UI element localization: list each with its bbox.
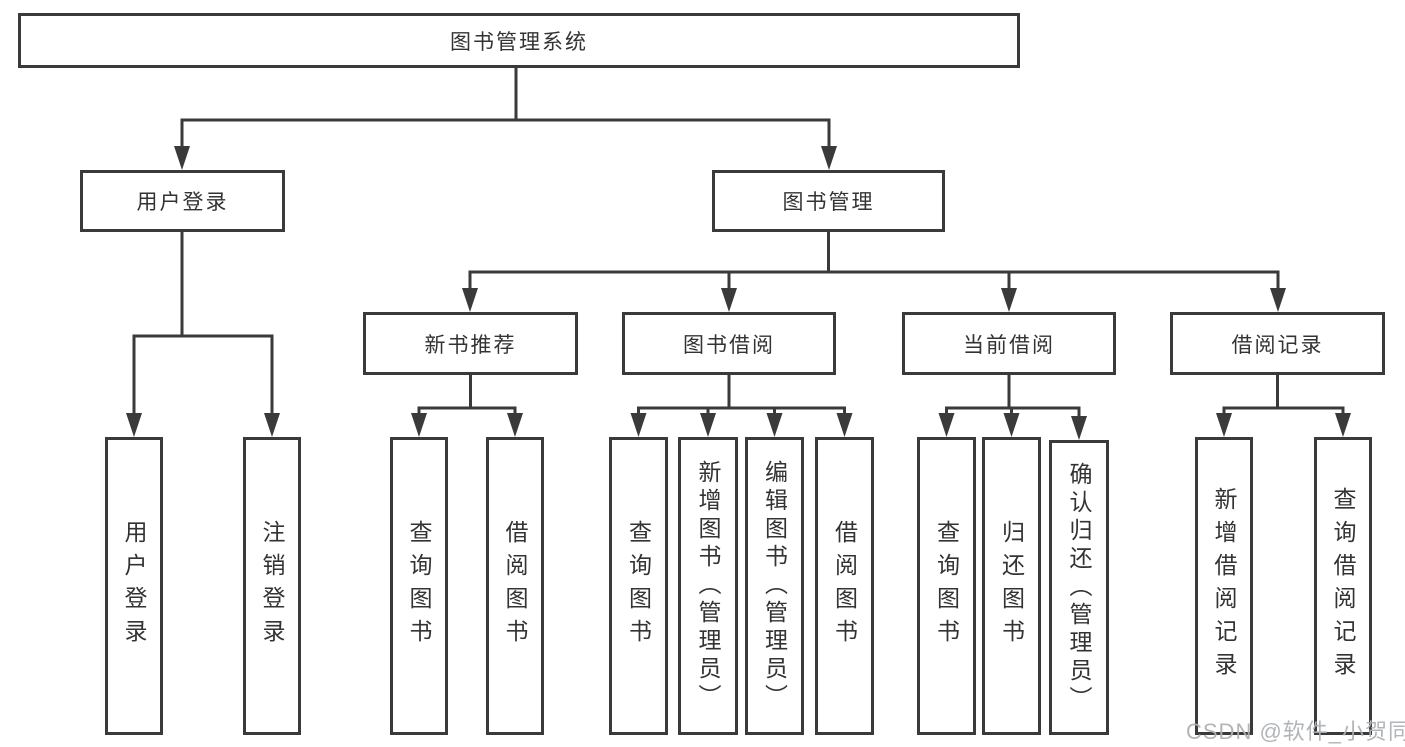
connector-book-management-to-level3 bbox=[468, 232, 1280, 293]
node-current-borrow: 当前借阅 bbox=[902, 312, 1116, 375]
leaf-user-login: 用户登录 bbox=[105, 437, 163, 735]
arrow-down-icon bbox=[1270, 288, 1286, 312]
connector-root-to-level2 bbox=[180, 68, 831, 150]
arrow-down-icon bbox=[264, 413, 280, 437]
arrow-down-icon bbox=[766, 413, 783, 437]
csdn-watermark: CSDN @软件_小贺同学 bbox=[1186, 719, 1405, 744]
arrow-down-icon bbox=[938, 413, 955, 437]
arrow-down-icon bbox=[1071, 416, 1087, 440]
leaf-query-books-current: 查询图书 bbox=[917, 437, 976, 735]
arrow-down-icon bbox=[507, 413, 523, 437]
arrow-down-icon bbox=[700, 413, 716, 437]
leaf-query-books-recommend: 查询图书 bbox=[390, 437, 448, 735]
leaf-query-borrow-record: 查询借阅记录 bbox=[1314, 437, 1372, 735]
arrow-down-icon bbox=[721, 288, 737, 312]
leaf-add-borrow-record: 新增借阅记录 bbox=[1195, 437, 1253, 735]
arrow-down-icon bbox=[462, 288, 478, 312]
connector-book-borrow-to-leaves bbox=[637, 375, 846, 418]
node-book-management: 图书管理 bbox=[712, 170, 945, 232]
arrow-down-icon bbox=[126, 413, 142, 437]
node-new-book-recommend: 新书推荐 bbox=[363, 312, 578, 375]
node-book-borrow: 图书借阅 bbox=[622, 312, 836, 375]
leaf-edit-books-admin: 编辑图书（管理员） bbox=[745, 437, 804, 735]
arrow-down-icon bbox=[630, 413, 647, 437]
connector-user-login-to-leaves bbox=[132, 232, 274, 418]
arrow-down-icon bbox=[1335, 413, 1351, 437]
leaf-confirm-return-admin: 确认归还（管理员） bbox=[1049, 440, 1109, 735]
node-user-login: 用户登录 bbox=[80, 170, 285, 232]
connector-new-book-to-leaves bbox=[417, 375, 517, 418]
leaf-borrow-books: 借阅图书 bbox=[815, 437, 874, 735]
leaf-query-books-borrow: 查询图书 bbox=[609, 437, 668, 735]
arrow-down-icon bbox=[1001, 288, 1017, 312]
leaf-borrow-books-recommend: 借阅图书 bbox=[486, 437, 544, 735]
connector-borrow-records-to-leaves bbox=[1222, 375, 1345, 418]
leaf-add-books-admin: 新增图书（管理员） bbox=[678, 437, 738, 735]
node-borrow-records: 借阅记录 bbox=[1170, 312, 1385, 375]
arrow-down-icon bbox=[1003, 413, 1020, 437]
arrow-down-icon bbox=[1216, 413, 1232, 437]
leaf-logout: 注销登录 bbox=[243, 437, 301, 735]
arrow-down-icon bbox=[411, 413, 427, 437]
node-library-management-system: 图书管理系统 bbox=[18, 13, 1020, 68]
arrow-down-icon bbox=[174, 146, 190, 170]
arrow-down-icon bbox=[821, 146, 837, 170]
arrow-down-icon bbox=[836, 413, 853, 437]
leaf-return-books: 归还图书 bbox=[982, 437, 1041, 735]
